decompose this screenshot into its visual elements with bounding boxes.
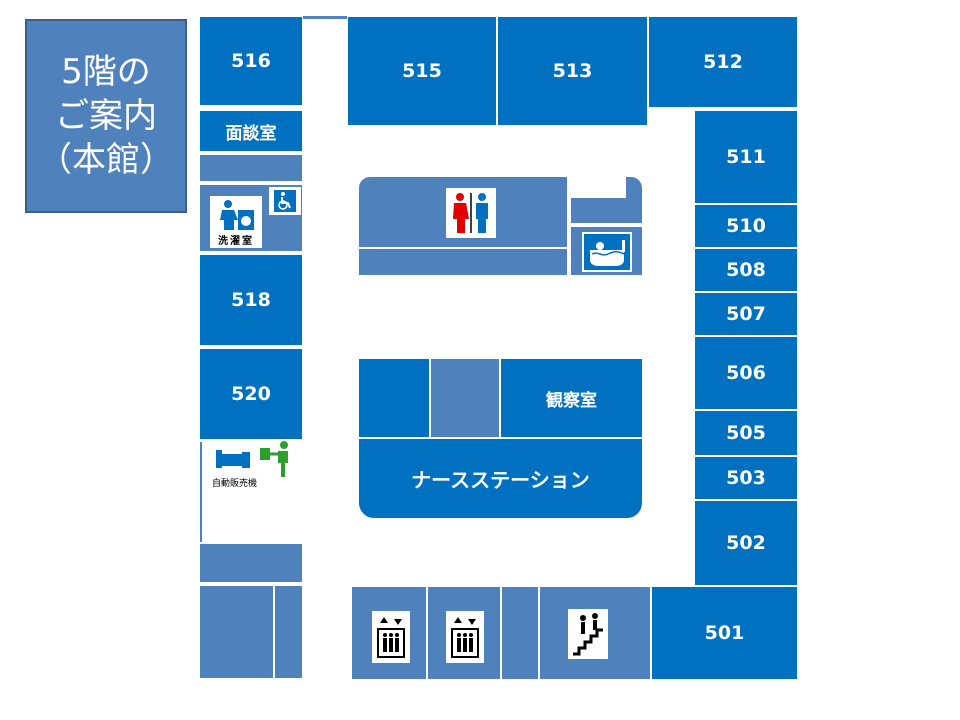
storage-room-1 — [358, 358, 430, 438]
room-513[interactable]: 513 — [497, 16, 648, 126]
room-502-label: 502 — [726, 532, 766, 554]
stairs[interactable] — [539, 586, 651, 680]
restroom-icon — [453, 193, 488, 233]
laundry-room-label: 洗濯室 — [218, 235, 254, 247]
accessible-restroom[interactable] — [268, 186, 302, 216]
vending-machine-icon — [216, 450, 250, 468]
room-505-label: 505 — [726, 422, 766, 444]
restroom-corridor — [358, 248, 568, 276]
nurse-station-label: ナースステーション — [411, 468, 590, 492]
room-507[interactable]: 507 — [694, 292, 798, 336]
elevator-icon — [451, 617, 479, 658]
room-511-label: 511 — [726, 146, 766, 168]
elevator-2-sign — [446, 611, 484, 663]
room-518-label: 518 — [231, 289, 271, 311]
room-508-label: 508 — [726, 259, 766, 281]
floor-title-line2: ご案内 — [55, 96, 157, 136]
floor-title-box: 5階の ご案内 （本館） — [25, 19, 187, 213]
room-515-label: 515 — [402, 60, 442, 82]
room-506-label: 506 — [726, 362, 766, 384]
room-512[interactable]: 512 — [648, 16, 798, 108]
top-edge-strip — [303, 16, 347, 19]
room-520-label: 520 — [231, 383, 271, 405]
room-513-label: 513 — [552, 60, 593, 82]
room-505[interactable]: 505 — [694, 410, 798, 456]
elevator-2[interactable] — [427, 586, 501, 680]
room-502[interactable]: 502 — [694, 500, 798, 586]
room-518[interactable]: 518 — [199, 254, 303, 346]
room-501[interactable]: 501 — [651, 586, 798, 680]
utility-block-left-1 — [199, 585, 274, 679]
interview-room-label: 面談室 — [225, 123, 277, 144]
elevator-1[interactable] — [351, 586, 427, 680]
room-501-label: 501 — [704, 622, 745, 644]
room-510-label: 510 — [726, 215, 766, 237]
stairs-icon — [573, 613, 603, 656]
laundry-icon — [220, 199, 254, 230]
elevator-1-sign — [372, 611, 410, 663]
room-507-label: 507 — [726, 303, 766, 325]
nurse-station[interactable]: ナースステーション — [358, 438, 643, 519]
room-520[interactable]: 520 — [199, 348, 303, 440]
room-510[interactable]: 510 — [694, 204, 798, 248]
utility-block-left-2 — [274, 585, 303, 679]
room-503[interactable]: 503 — [694, 456, 798, 500]
restroom[interactable] — [446, 188, 496, 238]
stair-landing — [501, 586, 539, 680]
floor-title-line3: （本館） — [38, 140, 174, 180]
storage-room-2 — [430, 358, 500, 438]
floor-title-line1: 5階の — [61, 52, 151, 92]
stairs-sign — [568, 609, 608, 659]
corridor-block-left-2 — [199, 543, 303, 583]
room-508[interactable]: 508 — [694, 248, 798, 292]
room-506[interactable]: 506 — [694, 336, 798, 410]
bathroom[interactable] — [570, 226, 643, 276]
bath-notch — [570, 176, 626, 198]
bath-sign — [582, 232, 632, 272]
room-503-label: 503 — [726, 467, 766, 489]
elevator-icon — [377, 617, 405, 658]
room-512-label: 512 — [703, 51, 743, 73]
observation-room[interactable]: 観察室 — [500, 358, 643, 438]
observation-room-label: 観察室 — [546, 390, 597, 411]
vending-machine-area[interactable] — [212, 441, 302, 484]
vending-machine-label: 自動販売機 — [212, 479, 258, 489]
room-516[interactable]: 516 — [199, 16, 303, 106]
corridor-block-left-1 — [199, 154, 303, 182]
room-515[interactable]: 515 — [347, 16, 497, 126]
room-511[interactable]: 511 — [694, 110, 798, 204]
vending-wall — [200, 442, 202, 542]
laundry-room[interactable]: 洗濯室 — [210, 196, 262, 248]
room-516-label: 516 — [231, 50, 271, 72]
wheelchair-icon — [274, 190, 296, 212]
bath-icon — [584, 234, 630, 270]
person-vending-icon — [260, 441, 288, 477]
interview-room[interactable]: 面談室 — [199, 110, 303, 152]
